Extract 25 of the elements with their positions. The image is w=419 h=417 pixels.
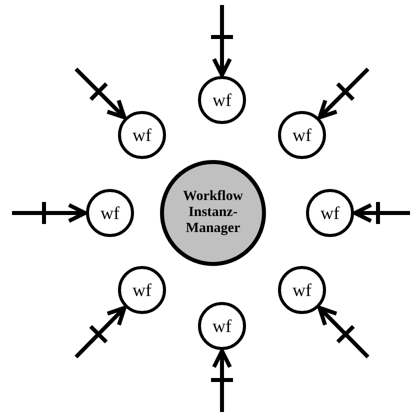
arrow (74, 67, 126, 120)
workflow-circle (306, 189, 354, 237)
node-label: wf (132, 280, 152, 300)
arrow (74, 306, 126, 359)
workflow-circle (86, 189, 134, 237)
arrow (209, 349, 235, 414)
node-label: wf (292, 280, 312, 300)
workflow-circle (198, 302, 246, 350)
node-label: wf (132, 124, 152, 146)
arrow (209, 3, 235, 77)
workflow-circle (198, 76, 246, 124)
node-label: Workflow Instanz-Manager (182, 188, 244, 238)
arrow (318, 67, 370, 120)
workflow-circle (118, 266, 166, 314)
workflow-circle (278, 111, 326, 159)
node-label: wf (292, 124, 312, 146)
node-label: wf (212, 316, 232, 336)
node-label: wf (320, 202, 340, 224)
arrow (353, 200, 412, 226)
arrow (10, 200, 87, 226)
node-label: wf (212, 90, 232, 110)
arrow (318, 306, 370, 359)
workflow-circle (278, 266, 326, 314)
workflow-circle (118, 111, 166, 159)
node-label: wf (100, 202, 120, 224)
